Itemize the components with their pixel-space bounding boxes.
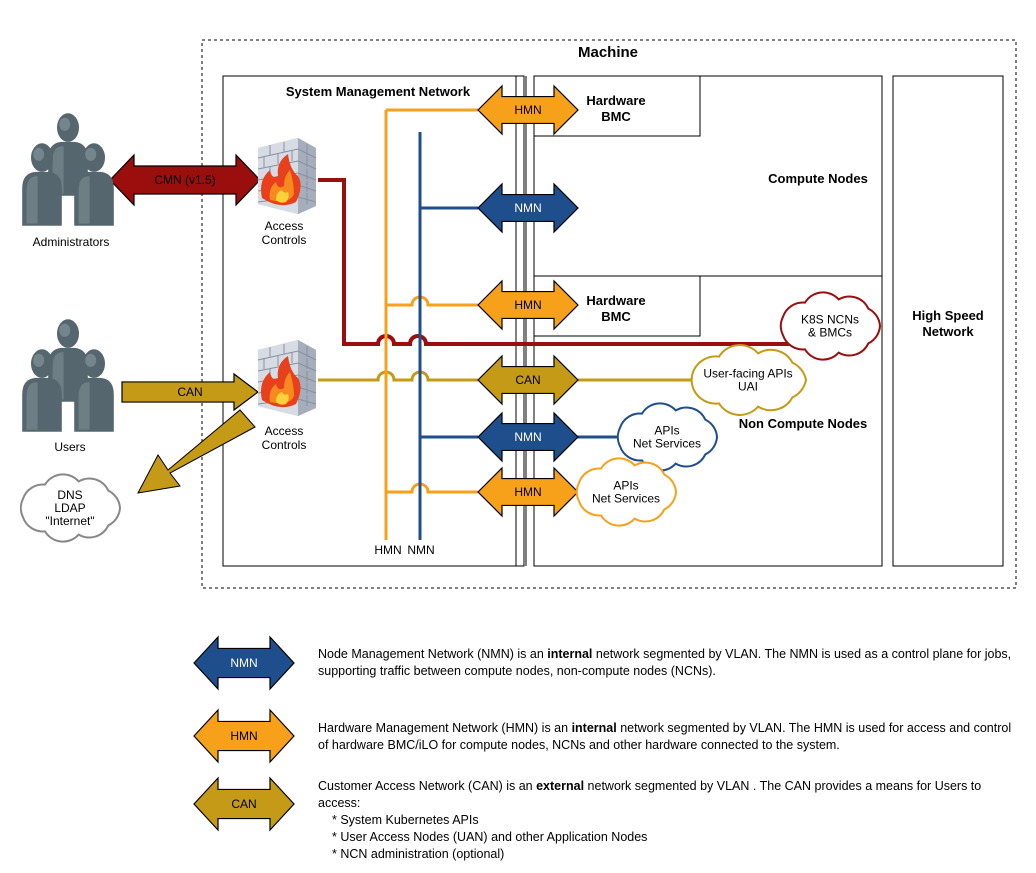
legend-can-arrow <box>193 776 295 832</box>
hardware-bmc-2-label-a: Hardware <box>586 293 645 308</box>
legend-nmn-post: network segmented by VLAN. The NMN is us… <box>318 647 1012 678</box>
users-icon <box>22 319 114 432</box>
apis-nmn-cloud-text: Net Services <box>633 437 701 451</box>
nmn-arrow-2-label: NMN <box>514 430 541 444</box>
can-users-arrow <box>121 372 259 412</box>
can-ncn-arrow <box>477 354 579 406</box>
legend-can-bullet: * User Access Nodes (UAN) and other Appl… <box>332 830 648 844</box>
can-ncn-arrow-label: CAN <box>515 373 540 387</box>
machine-title: Machine <box>578 44 638 61</box>
legend-can-post: network segmented by VLAN . The CAN prov… <box>318 779 982 810</box>
high-speed-network-label-b: Network <box>922 324 974 339</box>
apis-nmn-cloud <box>616 402 719 472</box>
apis-nmn-cloud-text: APIs <box>654 424 679 438</box>
legend-hmn-bold: internal <box>571 721 617 735</box>
hmn-arrow-1 <box>477 84 579 136</box>
compute-nodes-label: Compute Nodes <box>768 171 868 186</box>
bus-label-nmn: NMN <box>407 543 434 557</box>
dns-cloud-text: LDAP <box>54 501 85 515</box>
apis-hmn-cloud-text: APIs <box>613 479 638 493</box>
dns-cloud-text: DNS <box>57 488 82 502</box>
dns-cloud <box>19 473 122 543</box>
user-facing-apis-cloud <box>690 344 808 416</box>
legend-hmn-post: network segmented by VLAN. The HMN is us… <box>318 721 1012 752</box>
legend-can-bullet: * System Kubernetes APIs <box>332 813 479 827</box>
hardware-bmc-2-label-b: BMC <box>601 309 631 324</box>
legend-nmn-arrow-label: NMN <box>230 656 257 670</box>
access-controls-2-label-b: Controls <box>262 438 307 452</box>
user-facing-apis-cloud-text: User-facing APIs <box>703 367 792 381</box>
k8s-cloud <box>779 291 882 361</box>
hmn-arrow-3-label: HMN <box>514 485 541 499</box>
legend-hmn-pre: Hardware Management Network (HMN) is an <box>318 721 572 735</box>
high-speed-network-label-a: High Speed <box>912 308 984 323</box>
access-controls-2-label-a: Access <box>265 424 304 438</box>
can-line <box>318 370 478 382</box>
legend-nmn-bold: internal <box>547 647 593 661</box>
legend-can-pre: Customer Access Network (CAN) is an <box>318 779 537 793</box>
cmn-line <box>318 178 800 346</box>
legend-can-bullets: * System Kubernetes APIs * User Access N… <box>318 812 1018 863</box>
firewall-icon <box>257 137 317 215</box>
smn-title: System Management Network <box>286 84 471 99</box>
apis-hmn-cloud-text: Net Services <box>592 492 660 506</box>
apis-hmn-cloud <box>575 457 678 527</box>
hardware-bmc-1-label-b: BMC <box>601 109 631 124</box>
legend-arrow-layer: NMN HMN CAN <box>193 635 295 832</box>
dns-arrow <box>137 409 256 494</box>
legend-can-arrow-label: CAN <box>231 797 256 811</box>
users-label: Users <box>54 440 85 454</box>
legend-hmn-description: Hardware Management Network (HMN) is an … <box>318 720 1018 754</box>
hmn-arrow-2-label: HMN <box>514 298 541 312</box>
legend-can-bullet: * NCN administration (optional) <box>332 847 505 861</box>
bus-label-hmn: HMN <box>374 543 401 557</box>
legend-hmn-arrow <box>193 708 295 764</box>
legend-can-description: Customer Access Network (CAN) is an exte… <box>318 778 1018 863</box>
legend-can-bold: external <box>536 779 585 793</box>
k8s-cloud-text: K8S NCNs <box>801 313 859 327</box>
machine-boundary <box>201 39 1017 589</box>
k8s-cloud-text: & BMCs <box>808 326 852 340</box>
dns-cloud-text: "Internet" <box>45 514 94 528</box>
legend-nmn-pre: Node Management Network (NMN) is an <box>318 647 548 661</box>
legend-nmn-arrow <box>193 635 295 691</box>
non-compute-nodes-label: Non Compute Nodes <box>739 416 868 431</box>
hmn-arrow-2 <box>477 279 579 331</box>
hmn-arrow-1-label: HMN <box>514 103 541 117</box>
cmn-arrow-label: CMN (v1.5) <box>154 173 215 187</box>
arrow-layer: CMN (v1.5) CAN HMN NMN HMN CAN NMN HMN <box>109 84 579 518</box>
legend-hmn-arrow-label: HMN <box>230 729 257 743</box>
user-facing-apis-cloud-text: UAI <box>738 380 758 394</box>
legend-nmn-description: Node Management Network (NMN) is an inte… <box>318 646 1018 680</box>
hardware-bmc-1-label-a: Hardware <box>586 93 645 108</box>
administrators-icon <box>22 113 114 226</box>
access-controls-1-label-b: Controls <box>262 233 307 247</box>
can-users-arrow-label: CAN <box>177 385 202 399</box>
firewall-icon <box>257 339 317 417</box>
administrators-label: Administrators <box>33 235 110 249</box>
nmn-arrow-1 <box>477 182 579 234</box>
access-controls-1-label-a: Access <box>265 219 304 233</box>
high-speed-network-box <box>892 75 1004 567</box>
nmn-arrow-1-label: NMN <box>514 201 541 215</box>
nmn-arrow-2 <box>477 411 579 463</box>
